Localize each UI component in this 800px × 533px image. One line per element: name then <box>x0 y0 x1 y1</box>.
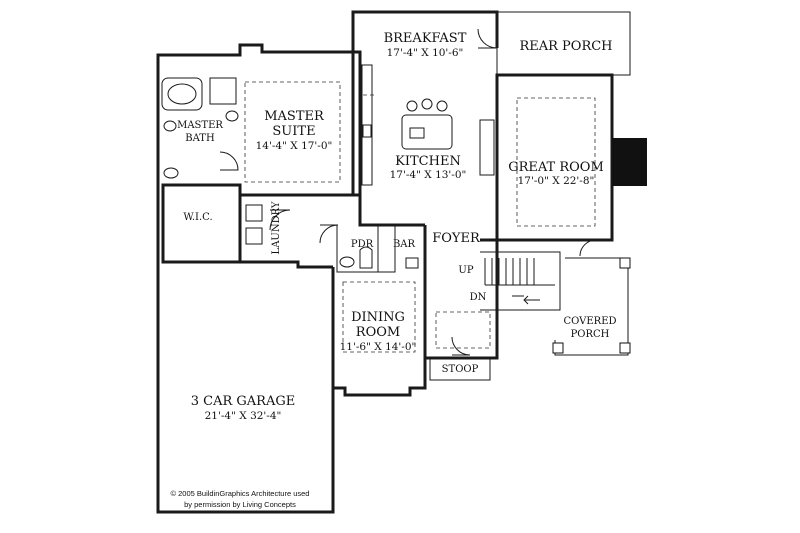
great-room-dims: 17'-0" X 22'-8" <box>518 175 595 187</box>
sink <box>225 110 239 122</box>
rear-porch-label: REAR PORCH <box>519 39 612 54</box>
island-sink <box>409 127 425 139</box>
wic-walls <box>161 183 242 264</box>
laundry-south-wall <box>240 260 333 269</box>
bar-stool <box>406 100 418 112</box>
pdr-label: PDR <box>351 239 374 250</box>
garage-dims: 21'-4" X 32'-4" <box>205 410 282 422</box>
dining-walls <box>331 267 427 397</box>
fixtures <box>161 64 495 269</box>
foyer-east-wall <box>425 240 499 360</box>
dining-room-label-1: DINING <box>351 310 405 325</box>
stair-outline <box>480 251 561 311</box>
stair-arrow <box>523 295 540 305</box>
master-bath-label-1: MASTER <box>177 120 223 131</box>
master-suite-label-1: MASTER <box>264 109 325 124</box>
door-swings <box>219 28 597 356</box>
pdr-sink <box>359 246 373 269</box>
copyright-line-2: by permission by Living Concepts <box>184 500 296 509</box>
sink <box>163 120 177 132</box>
dining-room-label-2: ROOM <box>356 325 400 340</box>
bar-stool <box>436 100 448 112</box>
kitchen-counter <box>361 64 373 186</box>
garage-walls <box>156 267 335 514</box>
master-suite-tray <box>244 81 341 183</box>
kitchen-island <box>401 114 453 150</box>
porch-column <box>552 342 564 354</box>
great-room-tray <box>516 97 596 227</box>
stairs <box>484 258 555 305</box>
stairs-up-label: UP <box>458 265 473 276</box>
wic-label: W.I.C. <box>183 212 212 223</box>
bar-stool <box>421 98 433 110</box>
covered-porch-outline <box>554 257 629 356</box>
porch-column <box>619 342 631 354</box>
stoop-label: STOOP <box>442 364 479 375</box>
bar-sink <box>405 257 419 269</box>
stairs-dn-label: DN <box>470 292 487 303</box>
kitchen-dims: 17'-4" X 13'-0" <box>390 169 467 181</box>
laundry-label: LAUNDRY <box>271 201 282 254</box>
kitchen-counter <box>479 119 495 176</box>
toilet <box>163 167 179 179</box>
foyer-tray <box>435 311 491 349</box>
covered-porch-label-1: COVERED <box>563 316 616 327</box>
rear-porch-outline <box>496 11 631 76</box>
garage-label: 3 CAR GARAGE <box>191 394 295 409</box>
master-bath-label-2: BATH <box>185 133 215 144</box>
walls <box>156 10 647 514</box>
washer <box>245 204 263 222</box>
kitchen-south-wall <box>240 193 425 227</box>
pdr-toilet <box>339 256 355 268</box>
pdr-bar-walls <box>336 225 396 273</box>
master-wing-walls <box>156 43 362 267</box>
covered-porch-label-2: PORCH <box>571 329 610 340</box>
porch-column <box>619 257 631 269</box>
great-room-label: GREAT ROOM <box>508 160 604 175</box>
breakfast-label: BREAKFAST <box>384 31 467 46</box>
dryer <box>245 227 263 245</box>
copyright-line-1: © 2005 BuildinGraphics Architecture used <box>171 489 310 498</box>
master-suite-label-2: SUITE <box>272 124 315 139</box>
breakfast-dims: 17'-4" X 10'-6" <box>387 47 464 59</box>
dining-tray <box>342 281 416 353</box>
master-suite-dims: 14'-4" X 17'-0" <box>256 140 333 152</box>
bar-label: BAR <box>393 239 416 250</box>
foyer-label: FOYER <box>432 231 481 246</box>
fireplace <box>612 138 647 186</box>
dining-room-dims: 11'-6" X 14'-0" <box>340 341 417 353</box>
room-labels: BREAKFAST 17'-4" X 10'-6" REAR PORCH MAS… <box>171 31 617 509</box>
ceiling-outlines <box>244 81 596 353</box>
shower <box>209 77 237 105</box>
range <box>362 124 372 138</box>
kitchen-label: KITCHEN <box>395 154 461 169</box>
